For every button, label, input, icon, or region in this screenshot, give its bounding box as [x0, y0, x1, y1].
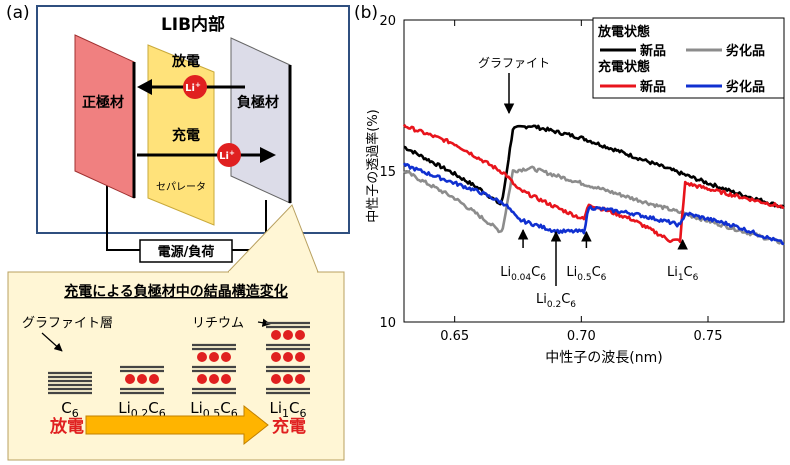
annotation-label: Li0.2C6	[536, 292, 576, 310]
li-atom	[271, 330, 281, 340]
x-tick-label: 0.75	[694, 329, 723, 344]
legend-charge-new: 新品	[640, 79, 666, 95]
negative-electrode-label: 負極材	[237, 94, 279, 111]
x-axis-title: 中性子の波長(nm)	[545, 350, 662, 366]
positive-plate	[74, 34, 135, 199]
legend: 放電状態 新品 劣化品 充電状態 新品 劣化品	[592, 17, 785, 99]
legend-charge-degraded: 劣化品	[726, 79, 765, 95]
y-tick-label: 10	[379, 316, 396, 331]
li-ion-charge	[217, 143, 241, 167]
lithium-label: リチウム	[192, 316, 244, 331]
stage-formula: Li1C6	[269, 399, 306, 420]
li-atom	[149, 374, 159, 384]
li-atom	[209, 374, 219, 384]
series-line	[403, 124, 785, 209]
y-tick-label: 15	[379, 165, 396, 180]
li-ion-charge-label: Li+	[219, 149, 235, 162]
li-atom	[197, 374, 207, 384]
chart-area: 0.65 0.70 0.75 10 15 20	[379, 14, 785, 344]
graphite-layer-label: グラファイト層	[22, 316, 113, 331]
annotation-label: Li0.04C6	[500, 265, 546, 283]
charge-label: 充電	[172, 127, 200, 144]
li-atom	[197, 352, 207, 362]
negative-plate	[230, 37, 291, 204]
series-line	[402, 123, 785, 244]
legend-discharge-degraded: 劣化品	[726, 43, 765, 59]
li-atom	[137, 374, 147, 384]
li-atom	[295, 330, 305, 340]
li-atom	[283, 330, 293, 340]
li-atom	[209, 352, 219, 362]
lib-title: LIB内部	[161, 14, 225, 35]
series-line	[403, 165, 785, 246]
li-atom	[283, 374, 293, 384]
annotation-label: Li0.5C6	[566, 265, 606, 283]
annotation-label: Li1C6	[667, 265, 699, 283]
y-axis-title: 中性子の透過率(%)	[365, 109, 381, 223]
y-tick-label: 20	[379, 14, 396, 29]
power-load-label: 電源/負荷	[158, 244, 215, 260]
panel-a-label: (a)	[6, 3, 30, 23]
positive-electrode-label: 正極材	[82, 94, 124, 111]
x-tick-label: 0.65	[440, 329, 469, 344]
discharge-charge-arrow	[85, 404, 269, 446]
discharge-label: 放電	[171, 53, 200, 70]
li-atom	[221, 374, 231, 384]
arrow-right-label: 充電	[272, 416, 306, 437]
legend-charge-heading: 充電状態	[598, 59, 650, 75]
stage-formula: C6	[61, 399, 78, 420]
li-atom	[283, 352, 293, 362]
charge-arrowhead	[260, 147, 276, 163]
legend-discharge-new: 新品	[640, 43, 666, 59]
li-ion-discharge-label: Li+	[185, 81, 201, 94]
li-atom	[295, 352, 305, 362]
graphite-pointer	[41, 332, 63, 352]
li-atom	[295, 374, 305, 384]
li-atom	[271, 352, 281, 362]
separator-label: セパレータ	[156, 181, 206, 193]
li-atom	[271, 374, 281, 384]
series-line	[402, 162, 785, 246]
power-load-box	[139, 239, 233, 263]
li-ion-discharge	[183, 75, 207, 99]
graphite-annotation: グラファイト	[478, 56, 550, 70]
callout-title: 充電による負極材中の結晶構造変化	[64, 283, 288, 300]
discharge-arrowhead	[137, 79, 152, 95]
li-atom	[221, 352, 231, 362]
legend-discharge-heading: 放電状態	[597, 24, 650, 40]
li-atom	[125, 374, 135, 384]
x-tick-label: 0.70	[567, 329, 596, 344]
arrow-left-label: 放電	[49, 416, 84, 437]
panel-b-label: (b)	[354, 3, 378, 23]
